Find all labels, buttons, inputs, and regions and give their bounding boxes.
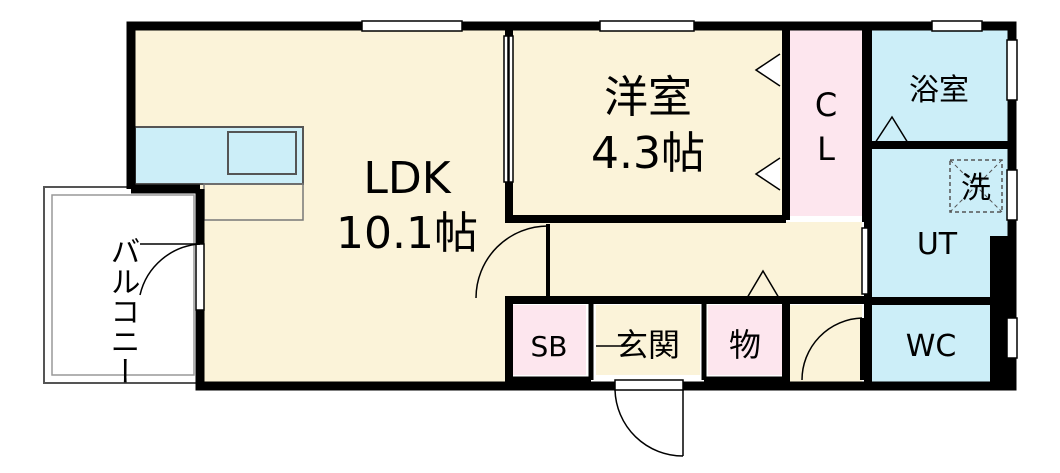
closet-door-marks xyxy=(754,53,781,191)
balcony-area xyxy=(43,186,203,384)
kitchen-counter xyxy=(134,126,304,185)
entrance-label: 玄関 xyxy=(616,326,680,364)
ldk-name-label: LDK xyxy=(363,153,451,204)
washer-space xyxy=(949,159,1003,213)
storage-label: 物 xyxy=(729,326,761,364)
western-size-label: 4.3帖 xyxy=(591,128,705,179)
sliding-door-western xyxy=(503,35,514,183)
balcony-door xyxy=(139,243,205,311)
ldk-size-label: 10.1帖 xyxy=(336,208,478,259)
shoebox-label: SB xyxy=(531,330,568,363)
utility-floor xyxy=(872,148,1008,298)
hall-floor-lower xyxy=(790,305,862,382)
closet-floor xyxy=(790,30,862,216)
shoebox-floor xyxy=(512,305,586,375)
utility-label: UT xyxy=(917,227,958,262)
balcony-label: バルコニー xyxy=(105,236,140,386)
entrance-floor xyxy=(596,305,700,375)
storage-floor xyxy=(708,305,782,375)
balcony-rail xyxy=(51,194,195,376)
western-name-label: 洋室 xyxy=(604,72,692,123)
wc-door xyxy=(801,317,864,381)
storage-door-mark xyxy=(746,269,780,299)
thin-partitions xyxy=(509,300,786,382)
kitchen-sink xyxy=(227,131,297,175)
western-room-floor xyxy=(512,30,783,216)
wc-right-wall xyxy=(990,236,1010,386)
hallway-floor xyxy=(555,222,862,300)
bath-label: 浴室 xyxy=(909,73,969,108)
entrance-door xyxy=(614,379,684,457)
inner-walls xyxy=(505,26,1012,386)
bath-door-mark xyxy=(874,115,909,144)
toilet-floor xyxy=(872,305,992,382)
closet-label-c: C xyxy=(815,86,837,124)
utility-sliding xyxy=(861,227,869,295)
washer-label: 洗 xyxy=(961,171,991,206)
closet-label-l: L xyxy=(817,130,835,168)
bath-floor xyxy=(872,30,1008,143)
hall-door xyxy=(475,224,550,299)
toilet-label: WC xyxy=(906,329,957,364)
windows xyxy=(361,20,1018,359)
